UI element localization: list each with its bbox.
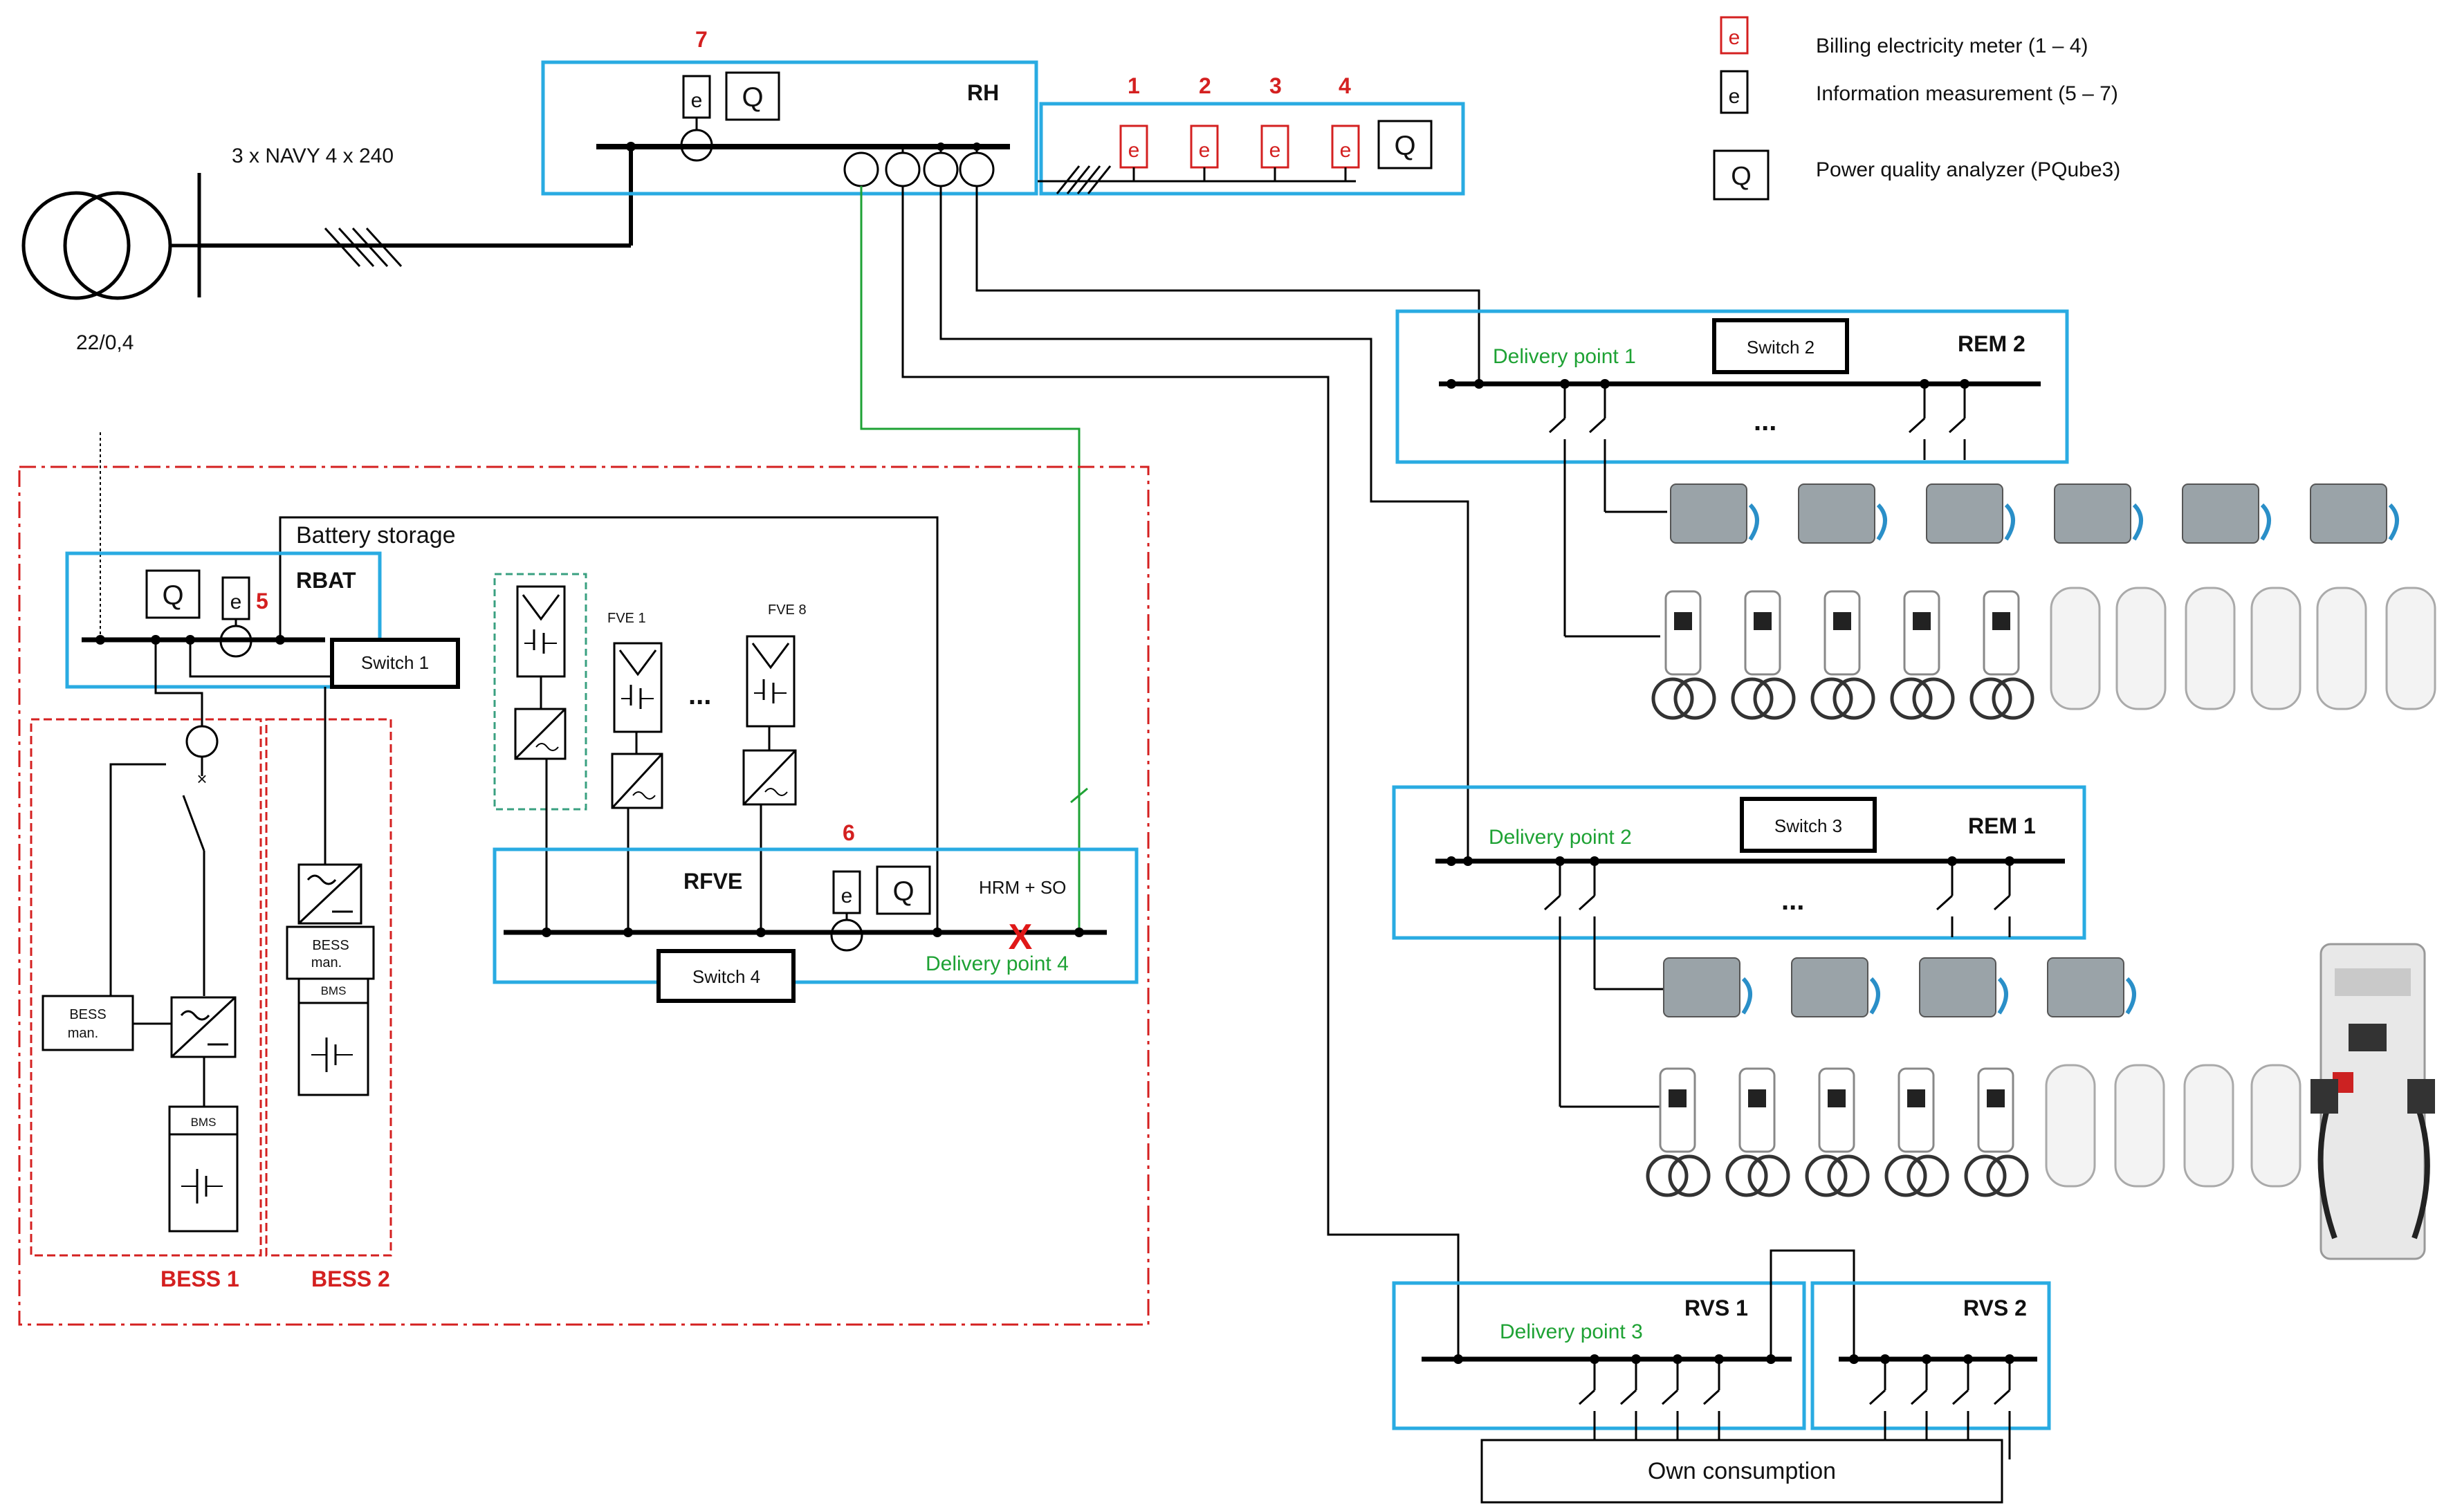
- rem2-panel: REM 2 Delivery point 1 Switch 2 ...: [1395, 309, 2069, 638]
- wallbox-row-1: [1670, 483, 2387, 544]
- billing-meter-4: 4 e: [1331, 73, 1360, 181]
- rem1-label: REM 1: [1968, 813, 2036, 838]
- pv-section: FVE 1 ... FVE 8: [493, 573, 807, 932]
- own-consumption: Own consumption: [1480, 1439, 2003, 1504]
- transformer: 22/0,4: [21, 173, 201, 354]
- rvs2-label: RVS 2: [1963, 1296, 2027, 1320]
- legend-billing-label: Billing electricity meter (1 – 4): [1816, 35, 2088, 57]
- billing-meter-3-number: 3: [1269, 73, 1282, 98]
- wall-charger-row-1: [2050, 587, 2436, 710]
- svg-text:×: ×: [196, 768, 207, 789]
- rem1-panel: REM 1 Delivery point 2 Switch 3 ...: [1392, 785, 2086, 1108]
- meter-7-icon: e: [691, 89, 703, 112]
- billing-meters-panel: 1 e 2 e 3 e 4 e Q: [1038, 73, 1465, 196]
- wallbox-row-2: [1663, 957, 2124, 1017]
- billing-meter-1: 1 e: [1119, 73, 1148, 181]
- billing-meter-1-number: 1: [1128, 73, 1140, 98]
- bess-1-label: BESS 1: [160, 1266, 239, 1291]
- bess-2-bms-label: BMS: [321, 984, 347, 997]
- switch-3-label: Switch 3: [1774, 815, 1842, 836]
- billing-meter-4-icon: e: [1340, 139, 1352, 162]
- battery-storage-area: Battery storage: [18, 432, 1150, 1326]
- rem2-label: REM 2: [1958, 331, 2025, 356]
- wallbox-cable-row-2: [1741, 977, 2136, 1015]
- rem1-chargers: [1646, 943, 2435, 1260]
- billing-meter-2-icon: e: [1199, 139, 1211, 162]
- rvs1-label: RVS 1: [1684, 1296, 1748, 1320]
- bess-2-label: BESS 2: [311, 1266, 390, 1291]
- billing-pq-icon: Q: [1394, 131, 1415, 161]
- rh-label: RH: [967, 80, 999, 105]
- switch-1-label: Switch 1: [361, 652, 429, 673]
- legend-billing-meter-icon: e: [1729, 26, 1740, 49]
- fve-8-label: FVE 8: [768, 602, 807, 618]
- billing-meter-3-icon: e: [1269, 139, 1281, 162]
- bess-1-bms-label: BMS: [191, 1116, 217, 1129]
- rvs2-panel: RVS 2: [1810, 1281, 2051, 1459]
- meter-6-icon: e: [841, 885, 853, 907]
- legend: e Billing electricity meter (1 – 4) e In…: [1713, 16, 2120, 201]
- rfve-pq-icon: Q: [892, 876, 914, 907]
- legend-pq-icon: Q: [1731, 162, 1752, 191]
- battery-storage-label: Battery storage: [296, 522, 456, 548]
- meter-5-number: 5: [256, 589, 268, 614]
- cable-label: 3 x NAVY 4 x 240: [232, 145, 394, 167]
- own-consumption-label: Own consumption: [1648, 1458, 1836, 1484]
- feeder-lines: [860, 186, 1480, 1359]
- rfve-label: RFVE: [683, 869, 742, 894]
- transformer-ratio: 22/0,4: [76, 331, 134, 354]
- main-cable: 3 x NAVY 4 x 240: [199, 145, 633, 268]
- rem1-ellipsis: ...: [1781, 885, 1804, 916]
- rem2-ellipsis: ...: [1754, 406, 1776, 436]
- wallbox-cable-row-1: [1748, 503, 2399, 541]
- rbat-label: RBAT: [296, 568, 356, 593]
- meter-7-number: 7: [695, 27, 708, 52]
- legend-info-label: Information measurement (5 – 7): [1816, 82, 2118, 105]
- billing-meter-1-icon: e: [1128, 139, 1140, 162]
- wall-charger-row-2: [2045, 1064, 2302, 1188]
- meter-6-number: 6: [843, 820, 855, 845]
- rvs1-panel: RVS 1 Delivery point 3: [1392, 1249, 1855, 1459]
- switch-4-label: Switch 4: [692, 966, 760, 987]
- billing-meter-4-number: 4: [1339, 73, 1351, 98]
- bess-2: BESS man. BMS BESS 2: [265, 718, 392, 1291]
- disconnect-cross-icon: X: [1009, 917, 1033, 957]
- legend-pq-label: Power quality analyzer (PQube3): [1816, 158, 2120, 181]
- delivery-point-3-label: Delivery point 3: [1500, 1320, 1643, 1343]
- delivery-point-1-label: Delivery point 1: [1493, 345, 1636, 368]
- fve-ellipsis: ...: [688, 680, 711, 710]
- bess-1: × BESS man. BMS BESS 1: [30, 718, 262, 1291]
- bess-1-man-label-1: BESS: [69, 1007, 106, 1022]
- rfve-panel: RFVE 6 e Q HRM + SO X Delivery point 4 S…: [493, 820, 1139, 1003]
- hrm-so-label: HRM + SO: [979, 877, 1066, 898]
- fve-1-label: FVE 1: [607, 611, 646, 626]
- rbat-pq-icon: Q: [162, 580, 183, 611]
- rh-panel: RH 7 e Q: [541, 27, 1038, 196]
- bess-2-man-label-1: BESS: [312, 938, 349, 953]
- billing-meter-2: 2 e: [1190, 73, 1219, 181]
- rem2-chargers: [1651, 483, 2436, 720]
- ac-charger-row-2: [1646, 1067, 2029, 1197]
- switch-2-label: Switch 2: [1747, 337, 1815, 358]
- rh-pq-icon: Q: [742, 82, 763, 113]
- bess-1-man-label-2: man.: [68, 1026, 98, 1041]
- rbat-panel: RBAT Q e 5 Switch 1: [65, 551, 460, 887]
- dc-fast-charger: [2310, 943, 2435, 1260]
- meter-5-icon: e: [230, 591, 242, 614]
- delivery-point-2-label: Delivery point 2: [1489, 826, 1632, 849]
- delivery-point-4-label: Delivery point 4: [926, 952, 1069, 975]
- bess-2-man-label-2: man.: [311, 955, 342, 970]
- ac-charger-row-1: [1651, 590, 2034, 720]
- billing-meter-3: 3 e: [1260, 73, 1289, 181]
- legend-info-meter-icon: e: [1729, 85, 1740, 108]
- billing-meter-2-number: 2: [1199, 73, 1211, 98]
